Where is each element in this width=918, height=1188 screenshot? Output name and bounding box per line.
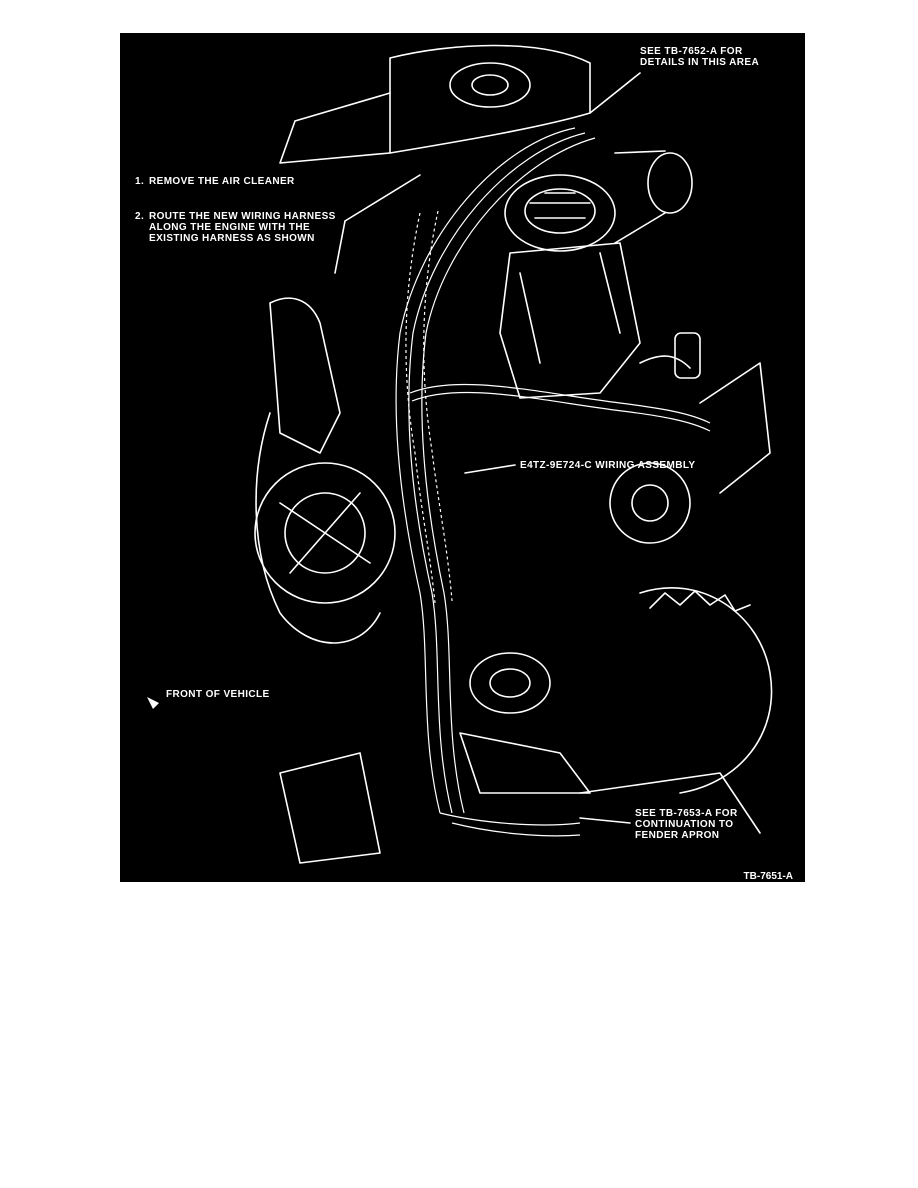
step-1-number: 1. <box>135 176 145 187</box>
figure-id: TB-7651-A <box>743 871 793 882</box>
front-of-vehicle-label: FRONT OF VEHICLE <box>166 689 270 700</box>
callout-continuation-line-1: SEE TB-7653-A FOR <box>635 808 738 819</box>
callout-continuation-line-2: CONTINUATION TO <box>635 819 734 830</box>
step-2-line-3: EXISTING HARNESS AS SHOWN <box>149 233 315 244</box>
step-2-line-2: ALONG THE ENGINE WITH THE <box>149 222 311 233</box>
step-2-number: 2. <box>135 211 145 222</box>
figure-bottom-rule <box>120 882 805 885</box>
step-1-text: REMOVE THE AIR CLEANER <box>149 176 295 187</box>
wiring-assembly-label: E4TZ-9E724-C WIRING ASSEMBLY <box>520 460 696 471</box>
callout-detail-line-1: SEE TB-7652-A FOR <box>640 46 743 57</box>
front-of-vehicle-arrow-icon <box>147 697 159 709</box>
callout-detail-line-2: DETAILS IN THIS AREA <box>640 57 760 68</box>
step-2-line-1: ROUTE THE NEW WIRING HARNESS <box>149 211 336 222</box>
engine-illustration <box>254 44 773 864</box>
callout-continuation-line-3: FENDER APRON <box>635 830 720 841</box>
step-1: 1. REMOVE THE AIR CLEANER <box>135 176 295 187</box>
